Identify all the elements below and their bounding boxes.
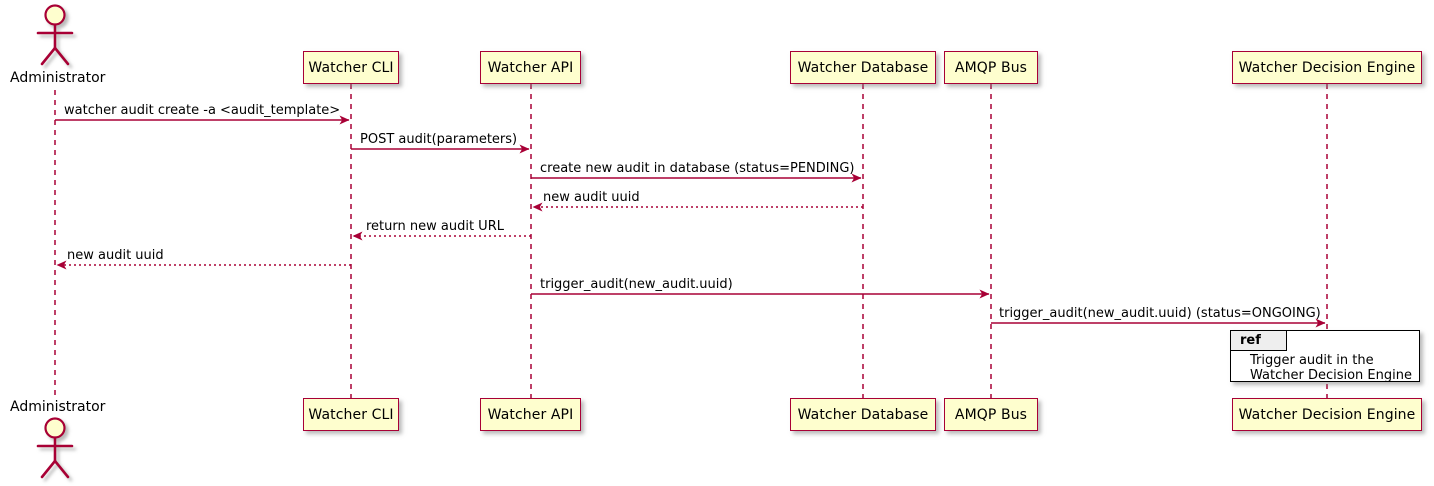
participant-box-amqp-top[interactable]: AMQP Bus bbox=[944, 51, 1038, 84]
lifelines bbox=[54, 84, 1328, 400]
message-label-2: POST audit(parameters) bbox=[360, 132, 518, 147]
message-label-5: return new audit URL bbox=[366, 219, 504, 234]
message-label-1: watcher audit create -a <audit_template> bbox=[64, 103, 341, 118]
participant-box-amqp-bottom[interactable]: AMQP Bus bbox=[944, 398, 1038, 431]
message-label-6: new audit uuid bbox=[67, 248, 164, 263]
ref-fragment-tab bbox=[1231, 331, 1287, 351]
participant-label: Watcher CLI bbox=[308, 59, 394, 76]
participant-label: Watcher Database bbox=[797, 59, 929, 76]
participant-box-db-top[interactable]: Watcher Database bbox=[790, 51, 936, 84]
ref-fragment-tab-label: ref bbox=[1240, 333, 1261, 348]
message-label-7: trigger_audit(new_audit.uuid) bbox=[540, 277, 733, 292]
participant-label: Watcher API bbox=[487, 59, 574, 76]
participant-box-de-top[interactable]: Watcher Decision Engine bbox=[1232, 51, 1422, 84]
ref-fragment-text-line-1: Trigger audit in the bbox=[1250, 353, 1374, 368]
participant-label: AMQP Bus bbox=[954, 406, 1028, 423]
actor-label-top: Administrator bbox=[10, 70, 106, 86]
participant-box-api-bottom[interactable]: Watcher API bbox=[480, 398, 581, 431]
message-label-3: create new audit in database (status=PEN… bbox=[540, 161, 855, 176]
participant-box-cli-top[interactable]: Watcher CLI bbox=[303, 51, 399, 84]
message-label-8: trigger_audit(new_audit.uuid) (status=ON… bbox=[999, 306, 1321, 321]
participant-label: Watcher CLI bbox=[308, 406, 394, 423]
ref-fragment-text-line-2: Watcher Decision Engine bbox=[1250, 368, 1412, 383]
participant-box-api-top[interactable]: Watcher API bbox=[480, 51, 581, 84]
message-label-4: new audit uuid bbox=[543, 190, 640, 205]
participant-box-de-bottom[interactable]: Watcher Decision Engine bbox=[1232, 398, 1422, 431]
message-arrows bbox=[55, 115, 1326, 328]
participant-box-cli-bottom[interactable]: Watcher CLI bbox=[303, 398, 399, 431]
participant-label: Watcher Database bbox=[797, 406, 929, 423]
participant-label: Watcher API bbox=[487, 406, 574, 423]
participant-box-db-bottom[interactable]: Watcher Database bbox=[790, 398, 936, 431]
actor-label-bottom: Administrator bbox=[10, 399, 106, 415]
ref-fragment[interactable]: ref Trigger audit in the Watcher Decisio… bbox=[1230, 330, 1420, 383]
participant-label: Watcher Decision Engine bbox=[1238, 406, 1416, 423]
actor-icon-bottom bbox=[36, 417, 74, 479]
actor-icon-top bbox=[36, 4, 74, 66]
participant-label: Watcher Decision Engine bbox=[1238, 59, 1416, 76]
participant-label: AMQP Bus bbox=[954, 59, 1028, 76]
